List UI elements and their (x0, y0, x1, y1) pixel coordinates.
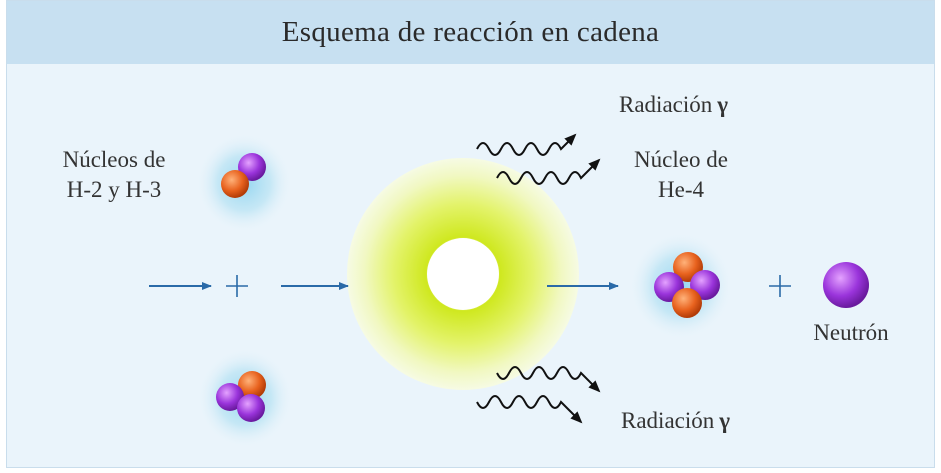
gamma-waves-bottom (476, 366, 601, 424)
helium-label: Núcleo de He-4 (621, 145, 741, 205)
reactants-label: Núcleos de H-2 y H-3 (49, 145, 179, 205)
proton-particle (672, 288, 702, 318)
proton-particle (221, 170, 249, 198)
gamma-wave-arrow (476, 133, 577, 156)
proton-particle (238, 371, 266, 399)
gamma-wave-arrow (496, 158, 601, 185)
gamma-symbol: γ (717, 92, 729, 117)
helium-nucleus (629, 232, 733, 340)
diagram-frame: Esquema de reacción en cadena (6, 0, 935, 468)
helium-label-line1: Núcleo de (634, 147, 728, 172)
plus-sign-right (769, 275, 791, 297)
plus-sign-left (226, 275, 248, 297)
reactants-label-line1: Núcleos de (62, 147, 166, 172)
neutron-label-text: Neutrón (813, 320, 889, 345)
reactants-label-line2: H-2 y H-3 (66, 177, 162, 202)
neutron-particle (216, 383, 244, 411)
title-bar: Esquema de reacción en cadena (7, 1, 934, 64)
free-neutron (823, 262, 869, 308)
neutron-particle (238, 153, 266, 181)
gamma-symbol: γ (719, 408, 731, 433)
gamma-wave-arrow (496, 366, 601, 393)
reactant-nucleus-bottom (197, 348, 293, 448)
gamma-wave-arrow (476, 395, 583, 424)
reaction-diagram (149, 133, 869, 448)
gamma-waves-top (476, 133, 601, 185)
fusion-glow (347, 158, 579, 390)
neutron-particle (237, 394, 265, 422)
helium-label-line2: He-4 (658, 177, 704, 202)
diagram-title: Esquema de reacción en cadena (281, 16, 660, 48)
radiation-text: Radiación (619, 92, 713, 117)
radiation-text: Radiación (621, 408, 715, 433)
neutron-label: Neutrón (803, 318, 899, 348)
reactant-nucleus-top (196, 133, 292, 233)
